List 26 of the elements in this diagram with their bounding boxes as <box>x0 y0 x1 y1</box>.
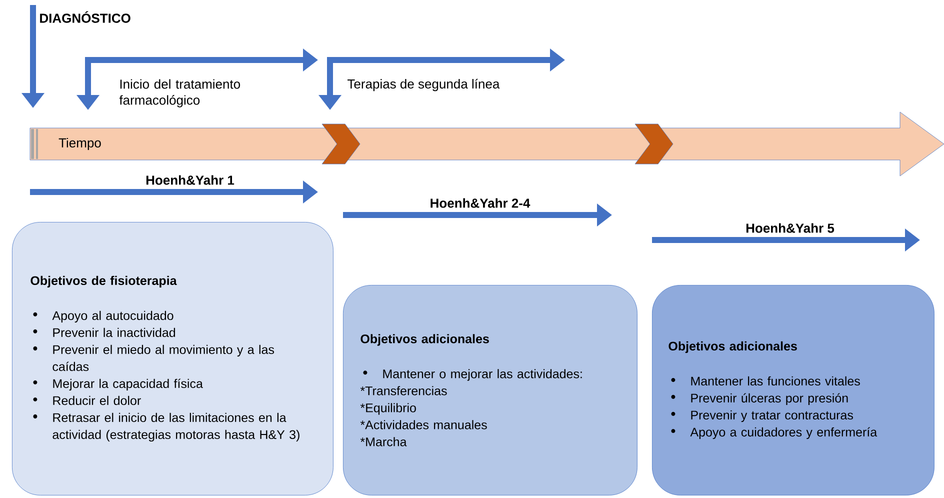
label: DIAGNÓSTICO <box>40 11 130 23</box>
bullet-item: Apoyo al autocuidado <box>33 310 174 323</box>
bullet-item: Prevenir la inactividad <box>33 328 176 338</box>
goal-box <box>652 285 934 496</box>
bullet-item: Prevenir úlceras por presión <box>671 393 848 406</box>
box-heading: Objetivos de fisioterapia <box>30 276 177 288</box>
box-heading: Objetivos adicionales <box>668 341 797 354</box>
list-item: *Marcha <box>360 437 407 446</box>
label: Terapias de segunda línea <box>348 78 500 92</box>
bullet-item: Prevenir y tratar contracturas <box>671 410 853 422</box>
bullet-item: Apoyo a cuidadores y enfermería <box>671 427 878 440</box>
label: Hoenh&Yahr 5 <box>746 223 834 233</box>
bullet-item: Mantener las funciones vitales <box>671 376 860 386</box>
goal-box <box>343 285 638 496</box>
label: Hoenh&Yahr 1 <box>146 175 234 185</box>
box-heading: Objetivos adicionales <box>360 334 489 346</box>
list-item: *Transferencias <box>360 386 447 396</box>
bullet-item: Mejorar la capacidad física <box>33 378 203 391</box>
bullet-item: Mantener o mejorar las actividades: <box>363 369 582 381</box>
bullet-item: Reducir el dolor <box>33 396 141 406</box>
bullet-item: Prevenir el miedo al movimiento y a las caídas <box>33 344 274 372</box>
bullet-item: Retrasar el inicio de las limitaciones en la actividad (estrategias motoras hasta H&Y 3) <box>33 412 300 442</box>
label: Hoenh&Yahr 2-4 <box>430 198 530 208</box>
goal-box <box>12 222 334 496</box>
list-item: *Equilibrio <box>360 403 416 415</box>
list-item: *Actividades manuales <box>360 420 487 430</box>
